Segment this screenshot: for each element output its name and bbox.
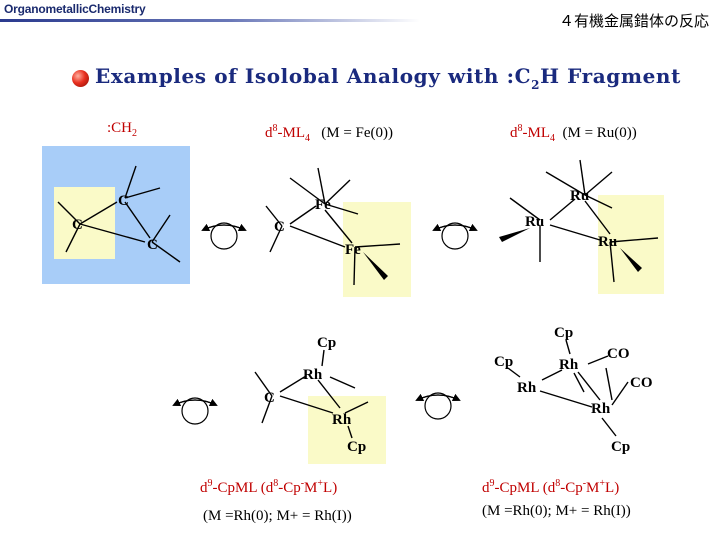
rh2-atom-co-2: CO (630, 375, 653, 391)
isolobal-symbol-2 (432, 222, 478, 250)
isolobal-symbol-3 (172, 397, 218, 425)
rh2-atom-co-1: CO (607, 346, 630, 362)
rh2-atom-cp-1: Cp (554, 325, 573, 341)
rh1-atom-cp-2: Cp (347, 439, 366, 455)
ru-highlight-yellow (598, 195, 664, 294)
fe-atom-c: C (274, 219, 285, 235)
fe-atom-fe-2: Fe (345, 242, 361, 258)
rh2-atom-cp-2: Cp (494, 354, 513, 370)
rh2-atom-cp-3: Cp (611, 439, 630, 455)
ch2-label: :CH2 (107, 120, 138, 139)
rh1-atom-cp-1: Cp (317, 335, 336, 351)
title-subscript: 2 (531, 78, 541, 92)
title-prefix: Examples of Isolobal Analogy with :C (95, 64, 532, 88)
slide-title: Examples of Isolobal Analogy with :C2H F… (72, 64, 681, 92)
rh2-atom-rh-1: Rh (559, 357, 579, 373)
rh-structure-2: Cp Cp Rh Rh Rh CO CO Cp (494, 325, 653, 455)
ru-label: d8-ML4 (M = Ru(0)) (510, 123, 637, 144)
ru-atom-ru-1: Ru (525, 214, 544, 230)
rh2-atom-rh-2: Rh (517, 380, 537, 396)
fe-label: d8-ML4 (M = Fe(0)) (265, 123, 394, 144)
chapter-title: ４有機金属錯体の反応 (558, 12, 709, 30)
fe-atom-fe-1: Fe (315, 197, 331, 213)
rh2-condition: (M =Rh(0); M+ = Rh(I)) (482, 503, 631, 519)
atom-c-2: C (118, 193, 129, 209)
ru-condition: (M = Ru(0)) (562, 125, 637, 141)
isolobal-symbol-1 (201, 222, 247, 250)
fe-structure: C Fe Fe (265, 167, 411, 297)
rh1-label: d9-CpML (d8-Cp-M+L) (200, 478, 338, 496)
rh2-label: d9-CpML (d8-Cp-M+L) (482, 478, 620, 496)
rh1-atom-c: C (264, 390, 275, 406)
fe-condition: (M = Fe(0)) (321, 125, 394, 141)
rh1-highlight-yellow (308, 396, 386, 464)
rh1-atom-rh-1: Rh (303, 367, 323, 383)
ru-structure: Ru Ru Ru (499, 159, 664, 294)
title-suffix: H Fragment (540, 64, 681, 88)
course-title: OrganometallicChemistry (4, 2, 146, 16)
rh1-atom-rh-2: Rh (332, 412, 352, 428)
header-rule (0, 19, 420, 22)
rh1-condition: (M =Rh(0); M+ = Rh(I)) (203, 508, 352, 524)
rh-structure-1: C Rh Rh Cp Cp (254, 335, 386, 464)
atom-c-3: C (147, 237, 158, 253)
ch2-structure: C C C (42, 146, 190, 284)
rh2-atom-rh-3: Rh (591, 401, 611, 417)
ch2-highlight-yellow (54, 187, 115, 259)
ru-atom-ru-3: Ru (598, 234, 617, 250)
bullet-icon (72, 69, 89, 87)
isolobal-symbol-4 (415, 392, 461, 420)
atom-c-1: C (72, 217, 83, 233)
ru-atom-ru-2: Ru (570, 188, 589, 204)
